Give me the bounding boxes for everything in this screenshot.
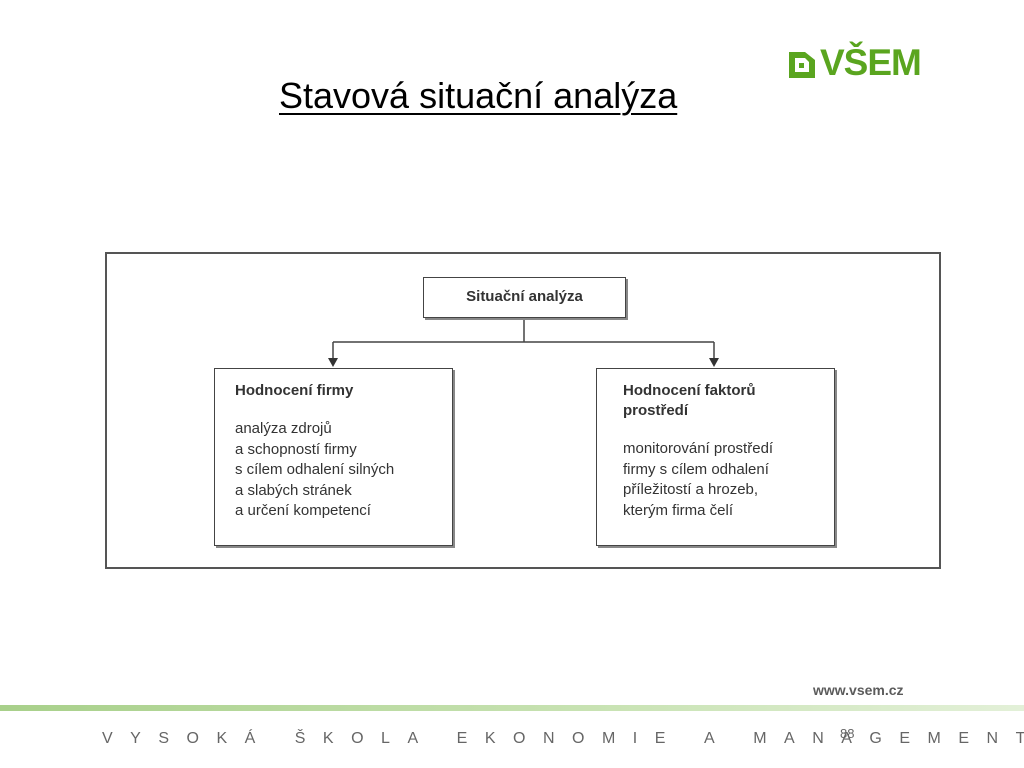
vsem-logo-text: VŠEM <box>820 42 922 83</box>
body-line: a slabých stránek <box>235 481 352 499</box>
diagram-frame <box>105 252 941 569</box>
environment-evaluation-body: monitorování prostředí firmy s cílem odh… <box>623 439 834 521</box>
school-name: VYSOKÁ ŠKOLA EKONOMIE A MANAGEMENTU <box>102 730 1024 747</box>
body-line: a určení kompetencí <box>235 502 371 519</box>
body-line: příležitostí a hrozeb, <box>623 481 759 498</box>
company-evaluation-title: Hodnocení firmy <box>235 382 354 399</box>
body-line: monitorování prostředí <box>623 440 774 457</box>
body-line: firmy s cílem odhalení <box>623 460 769 478</box>
environment-evaluation-title: Hodnocení faktorů prostředí <box>623 381 834 421</box>
body-line: s cílem odhalení silných <box>235 461 395 478</box>
arrow-down-left-icon <box>328 358 338 367</box>
title-line: prostředí <box>623 402 689 419</box>
vsem-logo: VŠEM <box>787 42 927 84</box>
slide-title: Stavová situační analýza <box>279 75 678 116</box>
environment-evaluation-box: Hodnocení faktorů prostředí monitorování… <box>596 368 835 546</box>
page-number: 88 <box>840 726 855 741</box>
company-evaluation-box: Hodnocení firmy analýza zdrojů a schopno… <box>214 368 453 546</box>
arrow-down-right-icon <box>709 358 719 367</box>
footer-rule <box>0 705 1024 711</box>
body-line: kterým firma čelí <box>623 501 734 519</box>
website-link[interactable]: www.vsem.cz <box>813 682 904 698</box>
vsem-logo-mark-icon <box>789 52 815 78</box>
title-line: Hodnocení faktorů <box>623 382 756 399</box>
body-line: analýza zdrojů <box>235 420 332 437</box>
company-evaluation-body: analýza zdrojů a schopností firmy s cíle… <box>235 419 452 522</box>
situational-analysis-box: Situační analýza <box>423 277 626 318</box>
body-line: a schopností firmy <box>235 440 357 458</box>
